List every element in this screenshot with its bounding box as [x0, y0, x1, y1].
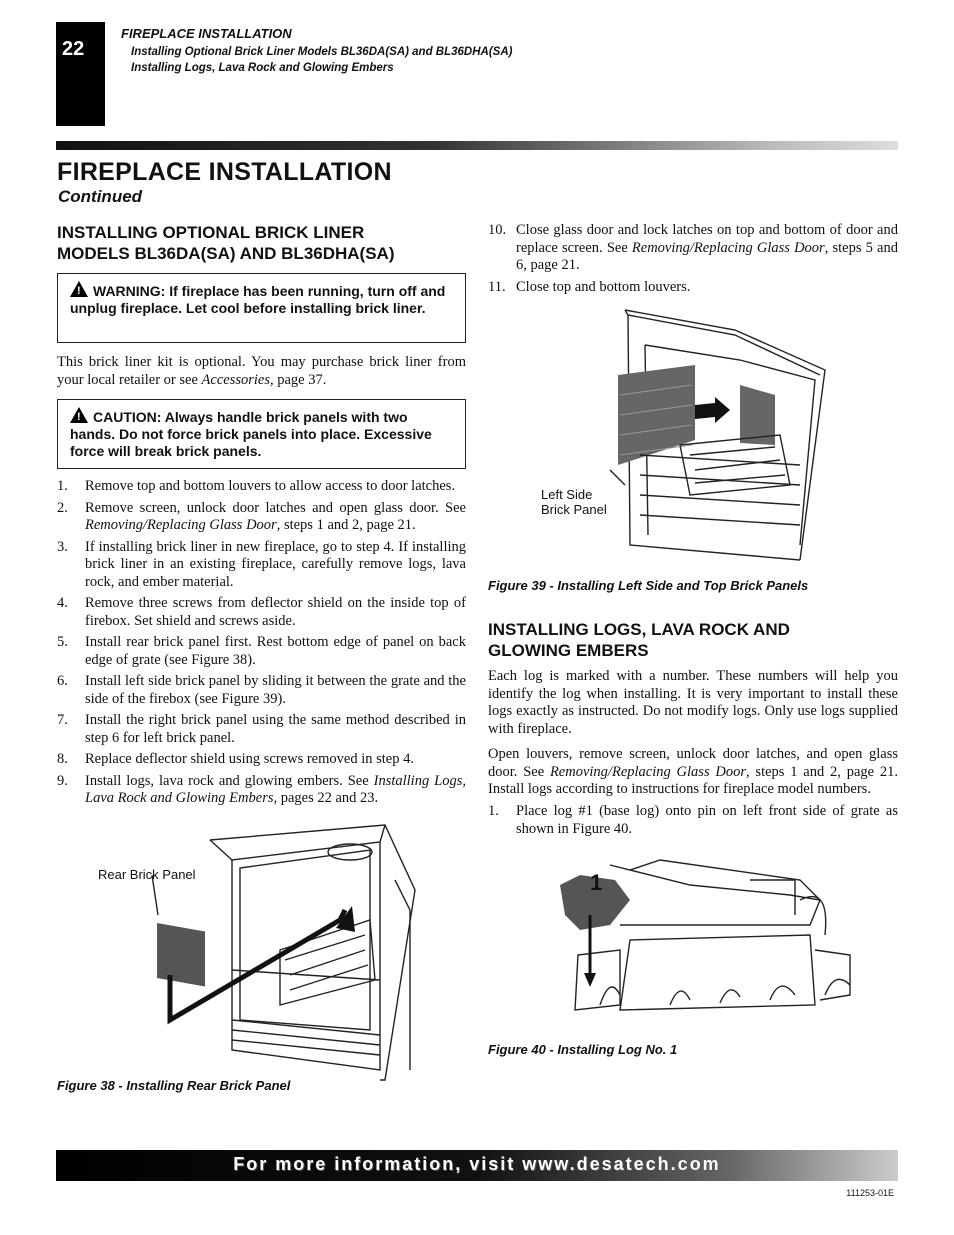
step-text: Remove top and bottom louvers to allow a…: [85, 478, 456, 494]
brick-step: 3. If installing brick liner in new firep…: [57, 539, 466, 592]
caution-icon: [70, 407, 88, 426]
fig38-label: Rear Brick Panel: [98, 867, 196, 882]
step-text-tail: , steps 5 and 6, page 21.: [516, 239, 898, 274]
brick-steps-list: 1. Remove top and bottom louvers to allow…: [57, 478, 466, 812]
figure-39-illustration: [609, 309, 826, 561]
fig39-label: Left Side Brick Panel: [541, 487, 607, 517]
step-number: 11.: [488, 278, 506, 295]
brick-step: 7. Install the right brick panel using th…: [57, 712, 466, 747]
step-text-tail: pages 22 and 23.: [277, 790, 379, 806]
step-text: Close top and bottom louvers.: [516, 278, 691, 295]
logs-steps-list: 1. Place log #1 (base log) onto pin on le…: [488, 803, 898, 842]
logs-para-2: Open louvers, remove screen, unlock door…: [488, 746, 898, 799]
warning-icon: [70, 281, 88, 300]
step-reference: Removing/Replacing Glass Door: [85, 517, 277, 533]
logs-step: 1. Place log #1 (base log) onto pin on le…: [488, 803, 898, 838]
header-section: FIREPLACE INSTALLATION: [121, 26, 292, 41]
step-text: Remove screen, unlock door latches and o…: [85, 499, 466, 516]
step-number: 6.: [57, 673, 68, 689]
brick-step: 4. Remove three screws from deflector shi…: [57, 595, 466, 630]
step-number: 10.: [488, 222, 507, 238]
step-text: Install the right brick panel using the …: [85, 712, 466, 746]
figure-38-illustration: [151, 824, 416, 1081]
step-text: Close glass door and lock latches on top…: [516, 222, 898, 256]
step-number: 9.: [57, 772, 68, 789]
fig40-caption: Figure 40 - Installing Log No. 1: [488, 1042, 678, 1057]
step-number: 2.: [57, 499, 68, 516]
step-reference: Installing Logs, Lava Rock and Glowing E…: [85, 772, 466, 807]
brick-step: 6. Install left side brick panel by slidi…: [57, 673, 466, 708]
step-text: Place log #1 (base log) onto pin on left…: [516, 803, 898, 837]
brick-step: 9. Install logs, lava rock and glowing em…: [57, 773, 466, 808]
step-text: Remove three screws from deflector shiel…: [85, 595, 466, 629]
figure-40-illustration: [560, 859, 851, 1011]
page-subtitle: Continued: [58, 187, 143, 206]
brick-step: 2. Remove screen, unlock door latches and…: [57, 500, 466, 535]
brick-step: 11. Close top and bottom louvers.: [488, 279, 898, 297]
step-text: Replace deflector shield using screws re…: [85, 751, 414, 767]
warning-box: WARNING: If fireplace has been running, …: [57, 273, 466, 343]
step-number: 3.: [57, 538, 68, 555]
step-reference: Removing/Replacing Glass Door: [631, 239, 825, 256]
left-brick-panel-shape: [618, 365, 695, 465]
accessories-ref: Accessories: [201, 371, 270, 388]
brick-step: 1. Remove top and bottom louvers to allow…: [57, 478, 466, 496]
brick-intro: This brick liner kit is optional. You ma…: [57, 354, 466, 389]
header-subsections: Installing Optional Brick Liner Models B…: [131, 44, 512, 76]
brick-step: 5. Install rear brick panel first. Rest b…: [57, 634, 466, 669]
fig38-caption: Figure 38 - Installing Rear Brick Panel: [57, 1078, 291, 1093]
step-number: 5.: [57, 634, 68, 650]
brick-heading-line-1: INSTALLING OPTIONAL BRICK LINER: [57, 223, 365, 242]
step-number: 8.: [57, 751, 68, 767]
warning-text: WARNING: If fireplace has been running, …: [70, 283, 446, 316]
document-number: 111253-01E: [846, 1188, 894, 1198]
step-text: Install rear brick panel first. Rest bot…: [85, 634, 466, 668]
step-number: 4.: [57, 595, 68, 611]
header-line-2: Installing Logs, Lava Rock and Glowing E…: [131, 62, 394, 74]
fig39-label-line-1: Left Side: [541, 487, 593, 502]
page-number-box: [56, 22, 105, 126]
logs-para-1: Each log is marked with a number. These …: [488, 668, 898, 737]
logs-para-2-tail: , steps 1 and 2, page 21. Install logs a…: [488, 763, 898, 798]
caution-text: CAUTION: Always handle brick panels with…: [70, 409, 432, 459]
page-number: 22: [62, 38, 85, 60]
step-text: Install logs, lava rock and glowing embe…: [85, 772, 374, 789]
brick-heading-line-2: MODELS BL36DA(SA) AND BL36DHA(SA): [57, 244, 395, 263]
brick-intro-text: This brick liner kit is optional. You ma…: [57, 354, 466, 388]
logs-heading-line-2: GLOWING EMBERS: [488, 641, 649, 660]
step-text: Install left side brick panel by sliding…: [85, 673, 466, 707]
step-number: 1.: [57, 478, 68, 494]
brick-section-heading: INSTALLING OPTIONAL BRICK LINER MODELS B…: [57, 222, 467, 264]
glass-door-ref: Removing/Replacing Glass Door: [549, 763, 746, 780]
step-number: 7.: [57, 712, 68, 728]
step-text-tail: , steps 1 and 2, page 21.: [276, 517, 416, 533]
brick-step: 8. Replace deflector shield using screws …: [57, 751, 466, 769]
brick-intro-page: , page 37.: [269, 371, 327, 388]
header-line-1: Installing Optional Brick Liner Models B…: [131, 46, 513, 58]
header-rule: [56, 141, 898, 150]
fig39-label-line-2: Brick Panel: [541, 502, 607, 517]
brick-step: 10. Close glass door and lock latches on …: [488, 222, 898, 275]
step-text: If installing brick liner in new firepla…: [85, 538, 466, 590]
logs-section-heading: INSTALLING LOGS, LAVA ROCK AND GLOWING E…: [488, 619, 898, 661]
rear-brick-panel-shape: [157, 922, 205, 987]
logs-para-2-text: Open louvers, remove screen, unlock door…: [488, 746, 898, 780]
footer-website-text: For more information, visit www.desatech…: [233, 1154, 721, 1174]
right-steps-list: 10. Close glass door and lock latches on …: [488, 222, 898, 300]
fig40-log-number: 1: [590, 870, 603, 895]
page-title: FIREPLACE INSTALLATION: [57, 158, 392, 186]
logs-heading-line-1: INSTALLING LOGS, LAVA ROCK AND: [488, 620, 790, 639]
footer-bar: [56, 1150, 898, 1181]
step-number: 1.: [488, 803, 499, 819]
fig39-caption: Figure 39 - Installing Left Side and Top…: [488, 578, 809, 593]
log-1-shape: [560, 875, 630, 930]
caution-box: CAUTION: Always handle brick panels with…: [57, 399, 466, 469]
